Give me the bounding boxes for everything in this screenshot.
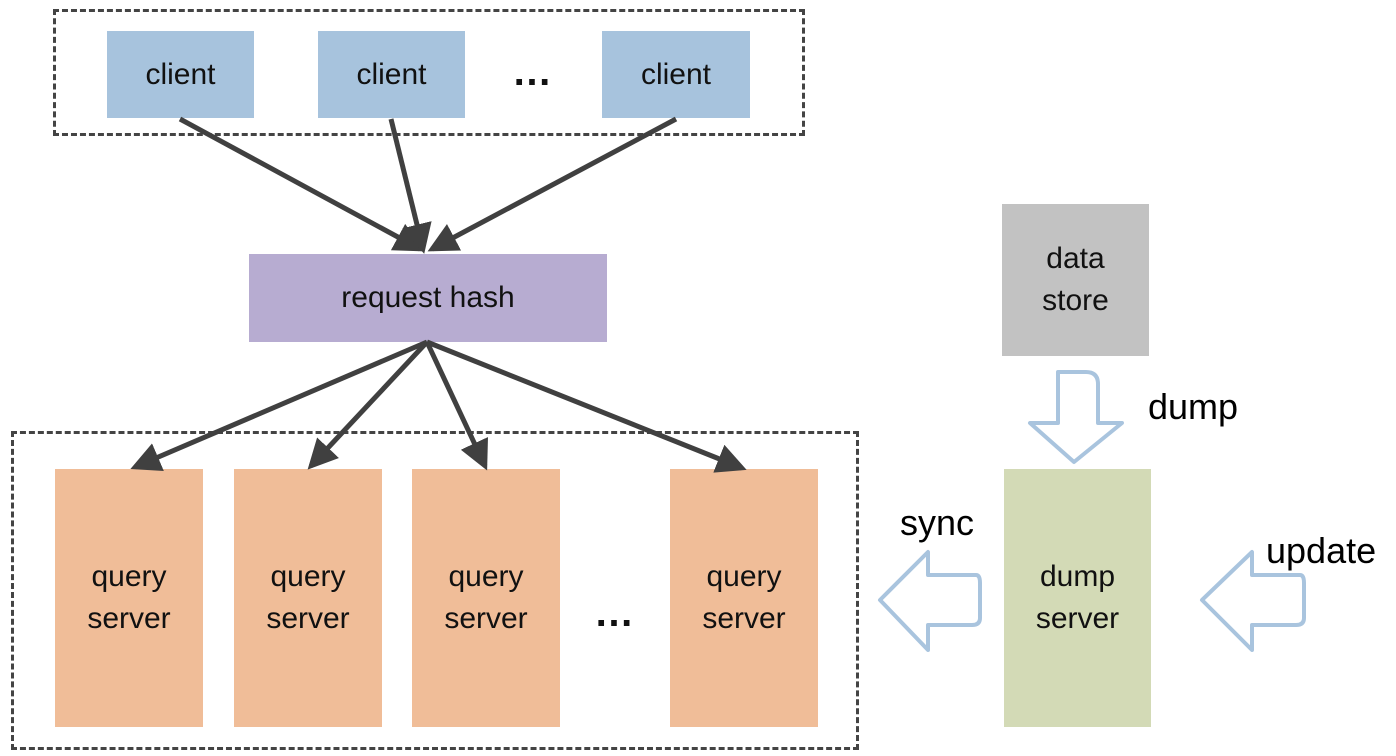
query-server-line1: query <box>706 560 782 593</box>
dump-server-line2: server <box>1035 602 1120 635</box>
request-hash-label: request hash <box>341 281 515 314</box>
update-arrow-icon <box>1200 550 1306 652</box>
query-server-line2: server <box>444 602 528 635</box>
hash-to-server-arrow-3 <box>424 340 488 471</box>
sync-label: sync <box>900 502 975 543</box>
client-to-hash-arrow-2 <box>388 118 432 254</box>
dump-server-node: dump server <box>1004 469 1151 727</box>
request-hash-node: request hash <box>249 254 607 342</box>
client-to-hash-arrow-1 <box>178 116 425 252</box>
data-store-line1: data <box>1046 242 1105 275</box>
sync-arrow-icon <box>878 550 982 652</box>
client-label: client <box>356 57 427 91</box>
data-store-node: data store <box>1002 204 1149 356</box>
query-server-line2: server <box>266 602 350 635</box>
hash-to-server-arrow-1 <box>130 339 428 471</box>
dump-arrow-icon <box>1028 370 1124 464</box>
client-node-2: client <box>318 31 465 118</box>
hash-to-server-arrow-4 <box>426 339 747 473</box>
query-server-line2: server <box>702 602 786 635</box>
dump-server-line1: dump <box>1039 560 1116 593</box>
client-label: client <box>640 57 712 91</box>
query-server-line1: query <box>91 560 167 593</box>
client-to-hash-arrow-3 <box>427 116 678 252</box>
query-server-line1: query <box>448 560 524 593</box>
client-node-1: client <box>107 31 254 118</box>
query-server-group <box>11 431 859 750</box>
hash-to-server-arrow-2 <box>307 340 429 470</box>
query-server-node-4: query server <box>670 469 818 727</box>
query-server-node-1: query server <box>55 469 203 727</box>
update-label: update <box>1266 530 1377 571</box>
client-node-3: client <box>602 31 750 118</box>
query-server-line2: server <box>87 602 171 635</box>
data-store-line2: store <box>1042 284 1109 317</box>
query-server-node-3: query server <box>412 469 560 727</box>
query-server-line1: query <box>270 560 346 593</box>
client-label: client <box>145 57 216 91</box>
dump-label: dump <box>1148 386 1239 427</box>
query-server-node-2: query server <box>234 469 382 727</box>
client-group <box>53 9 805 136</box>
